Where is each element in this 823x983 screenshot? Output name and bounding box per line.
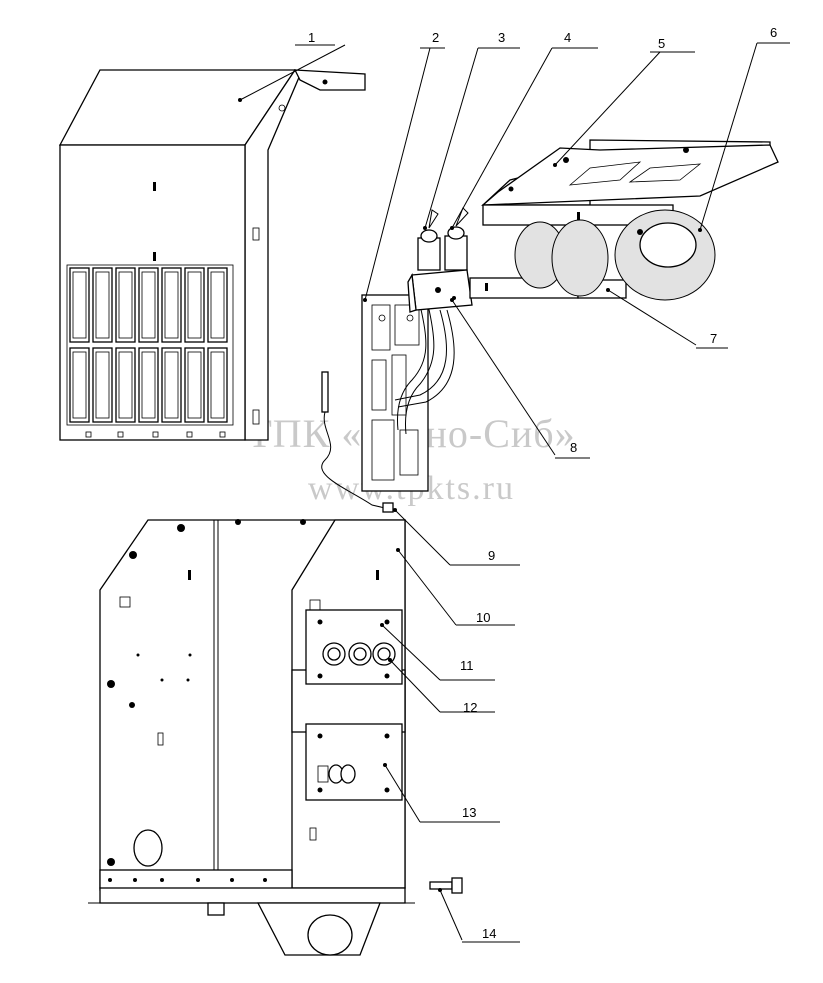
part-fittings [417,207,469,271]
callout-arrow [553,163,557,167]
callout-arrow [698,228,702,232]
callout-leader [607,289,697,346]
callout-leader [424,47,479,229]
callout-leader [451,47,553,229]
callout-arrow [380,623,384,627]
vent-grille [66,264,234,426]
callout-arrow [363,298,367,302]
callout-leader [239,44,346,101]
callout-5: 5 [553,36,695,167]
part-sensor-lead [321,371,394,513]
callout-number: 10 [476,610,490,625]
part-cover [58,68,366,441]
callout-4: 4 [450,30,598,230]
part-lower-panel [305,723,403,801]
callout-10: 10 [396,548,515,626]
callout-3: 3 [423,30,520,230]
callout-number: 2 [432,30,439,45]
gauge-1 [322,642,346,666]
callout-arrow [606,288,610,292]
part-bolt [429,877,463,894]
callout-leader [389,659,441,713]
callout-number: 7 [710,331,717,346]
callout-arrow [438,888,442,892]
callout-number: 3 [498,30,505,45]
part-gauge-panel [305,609,403,685]
gauge-2 [348,642,372,666]
callout-number: 13 [462,805,476,820]
callout-leader [381,624,441,681]
callout-leader [397,549,457,626]
callout-number: 6 [770,25,777,40]
callout-number: 14 [482,926,496,941]
callout-arrow [450,226,454,230]
callout-number: 11 [460,658,474,673]
callout-number: 12 [463,700,477,715]
callout-13: 13 [383,763,500,823]
callout-leader [699,42,758,231]
callout-11: 11 [380,623,495,681]
callout-number: 8 [570,440,577,455]
callout-leader [439,889,463,941]
callout-arrow [238,98,242,102]
callout-leader [394,509,451,566]
callout-leader [554,51,661,166]
callout-leader [384,764,421,823]
callout-arrow [388,658,392,662]
callout-leader [451,299,556,456]
callout-1: 1 [238,30,346,102]
callout-number: 9 [488,548,495,563]
callout-7: 7 [606,288,728,349]
callout-arrow [393,508,397,512]
part-bracket [361,294,455,492]
callout-number: 1 [308,30,315,45]
callout-arrow [450,298,454,302]
callout-number: 5 [658,36,665,51]
part-roller-rack [481,139,779,301]
callout-6: 6 [698,25,790,232]
callout-9: 9 [393,508,520,566]
callout-arrow [396,548,400,552]
callout-12: 12 [388,658,495,715]
callout-2: 2 [363,30,445,302]
callout-arrow [383,763,387,767]
callout-arrow [423,226,427,230]
callout-8: 8 [450,298,590,459]
callout-leader [364,47,431,301]
callout-number: 4 [564,30,571,45]
callout-14: 14 [438,888,520,943]
